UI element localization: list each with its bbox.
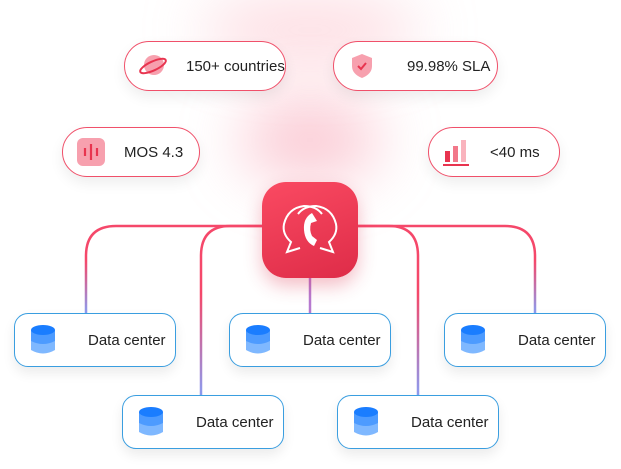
- feature-sla: 99.98% SLA: [333, 41, 498, 91]
- database-icon: [461, 325, 485, 354]
- data-center-node: Data center: [14, 313, 176, 367]
- database-icon: [139, 407, 163, 436]
- shield-check-icon: [352, 54, 372, 78]
- line-dc3: [358, 224, 537, 313]
- feature-label: <40 ms: [490, 143, 540, 161]
- data-center-label: Data center: [518, 331, 596, 349]
- database-icon: [246, 325, 270, 354]
- data-center-node: Data center: [337, 395, 499, 449]
- feature-countries: 150+ countries: [124, 41, 286, 91]
- data-center-label: Data center: [411, 413, 489, 431]
- database-icon: [31, 325, 55, 354]
- data-center-label: Data center: [303, 331, 381, 349]
- phone-chat-bubbles-icon: [282, 204, 338, 254]
- data-center-node: Data center: [444, 313, 606, 367]
- audio-wave-icon: [77, 138, 105, 166]
- data-center-node: Data center: [229, 313, 391, 367]
- line-dc5: [358, 224, 420, 395]
- feature-label: MOS 4.3: [124, 143, 184, 161]
- feature-label: 99.98% SLA: [407, 57, 491, 75]
- planet-icon: [139, 55, 167, 75]
- line-dc4: [199, 224, 262, 395]
- data-center-node: Data center: [122, 395, 284, 449]
- data-center-label: Data center: [196, 413, 274, 431]
- voip-hub: [262, 182, 358, 278]
- feature-latency: <40 ms: [428, 127, 560, 177]
- feature-label: 150+ countries: [186, 57, 285, 75]
- signal-bars-icon: [443, 140, 469, 166]
- feature-mos: MOS 4.3: [62, 127, 200, 177]
- database-icon: [354, 407, 378, 436]
- data-center-label: Data center: [88, 331, 166, 349]
- line-dc1: [84, 224, 262, 313]
